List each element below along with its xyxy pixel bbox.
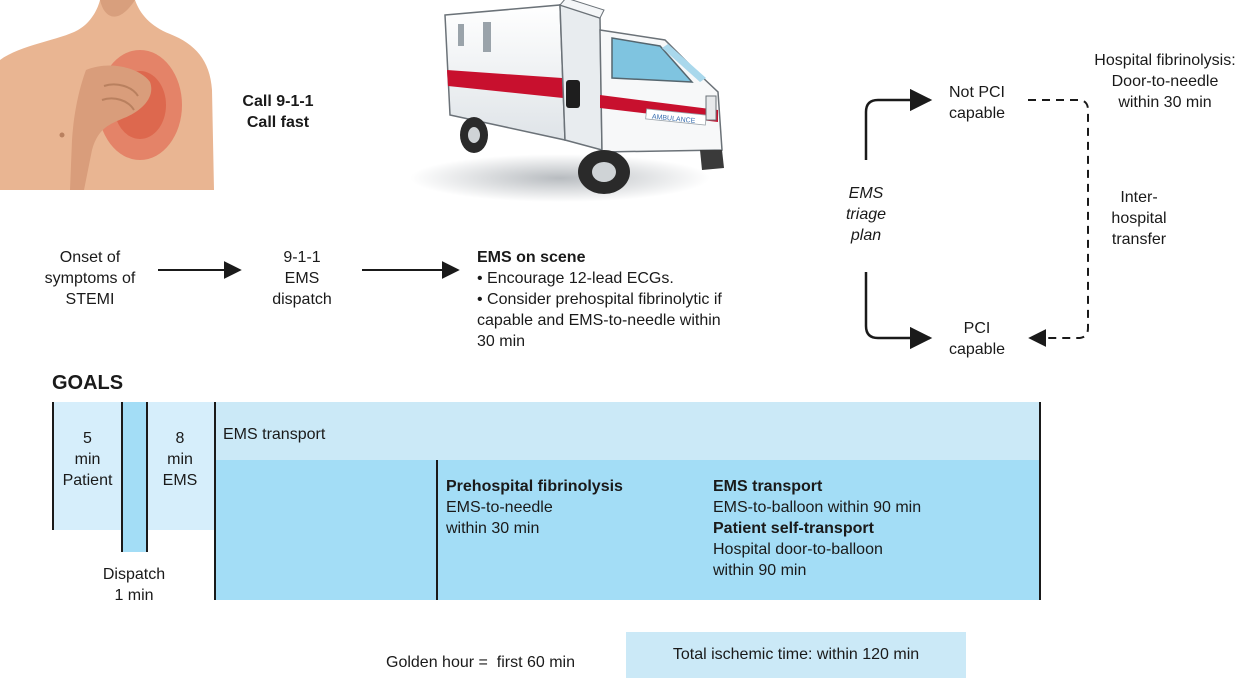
ems-on-scene-title: EMS on scene	[477, 249, 586, 266]
patient-goal-box	[53, 402, 122, 530]
fibrinolysis-band	[214, 460, 1040, 600]
dispatch-label: 9-1-1 EMS dispatch	[272, 249, 332, 308]
total-ischemic-time: Total ischemic time: within 120 min	[626, 632, 966, 678]
ems-on-scene: EMS on scene • Encourage 12-lead ECGs. •…	[477, 247, 807, 352]
pci-capable: PCI capable	[948, 320, 1006, 358]
golden-hour-label: Golden hour = first 60 min	[386, 654, 575, 671]
ems-transport-band	[214, 402, 1040, 460]
ems-transport-label: EMS transport	[223, 426, 326, 443]
ems-triage-plan: EMS triage plan	[828, 183, 904, 246]
patient-goal-label: 5 min Patient	[62, 430, 113, 489]
dispatch-goal-box	[122, 402, 146, 552]
ambulance-side-text: AMBULANCE	[652, 113, 696, 125]
ems-goal-box	[146, 402, 214, 530]
onset-label: Onset of symptoms of STEMI	[44, 249, 136, 308]
prehospital-fibrinolysis: Prehospital fibrinolysis EMS-to-needle w…	[446, 478, 623, 537]
arrow-interhospital-transfer	[1028, 99, 1089, 347]
transport-goals: EMS transport EMS-to-balloon within 90 m…	[713, 478, 922, 579]
arrow-triage-to-pci	[864, 272, 933, 350]
ambulance-illustration: AMBULANCE	[410, 0, 724, 202]
goals-heading: GOALS	[52, 372, 124, 394]
hospital-fibrinolysis: Hospital fibrinolysis: Door-to-needle wi…	[1094, 52, 1236, 111]
patient-chest-pain-illustration	[0, 0, 214, 190]
interhospital-transfer: Inter- hospital transfer	[1096, 187, 1182, 250]
arrow-triage-to-not-pci	[864, 88, 933, 160]
not-pci-capable: Not PCI capable	[948, 84, 1006, 122]
dispatch-goal-label: Dispatch 1 min	[102, 566, 166, 604]
call-911-label: Call 9-1-1 Call fast	[242, 93, 314, 131]
ems-goal-label: 8 min EMS	[162, 430, 198, 489]
